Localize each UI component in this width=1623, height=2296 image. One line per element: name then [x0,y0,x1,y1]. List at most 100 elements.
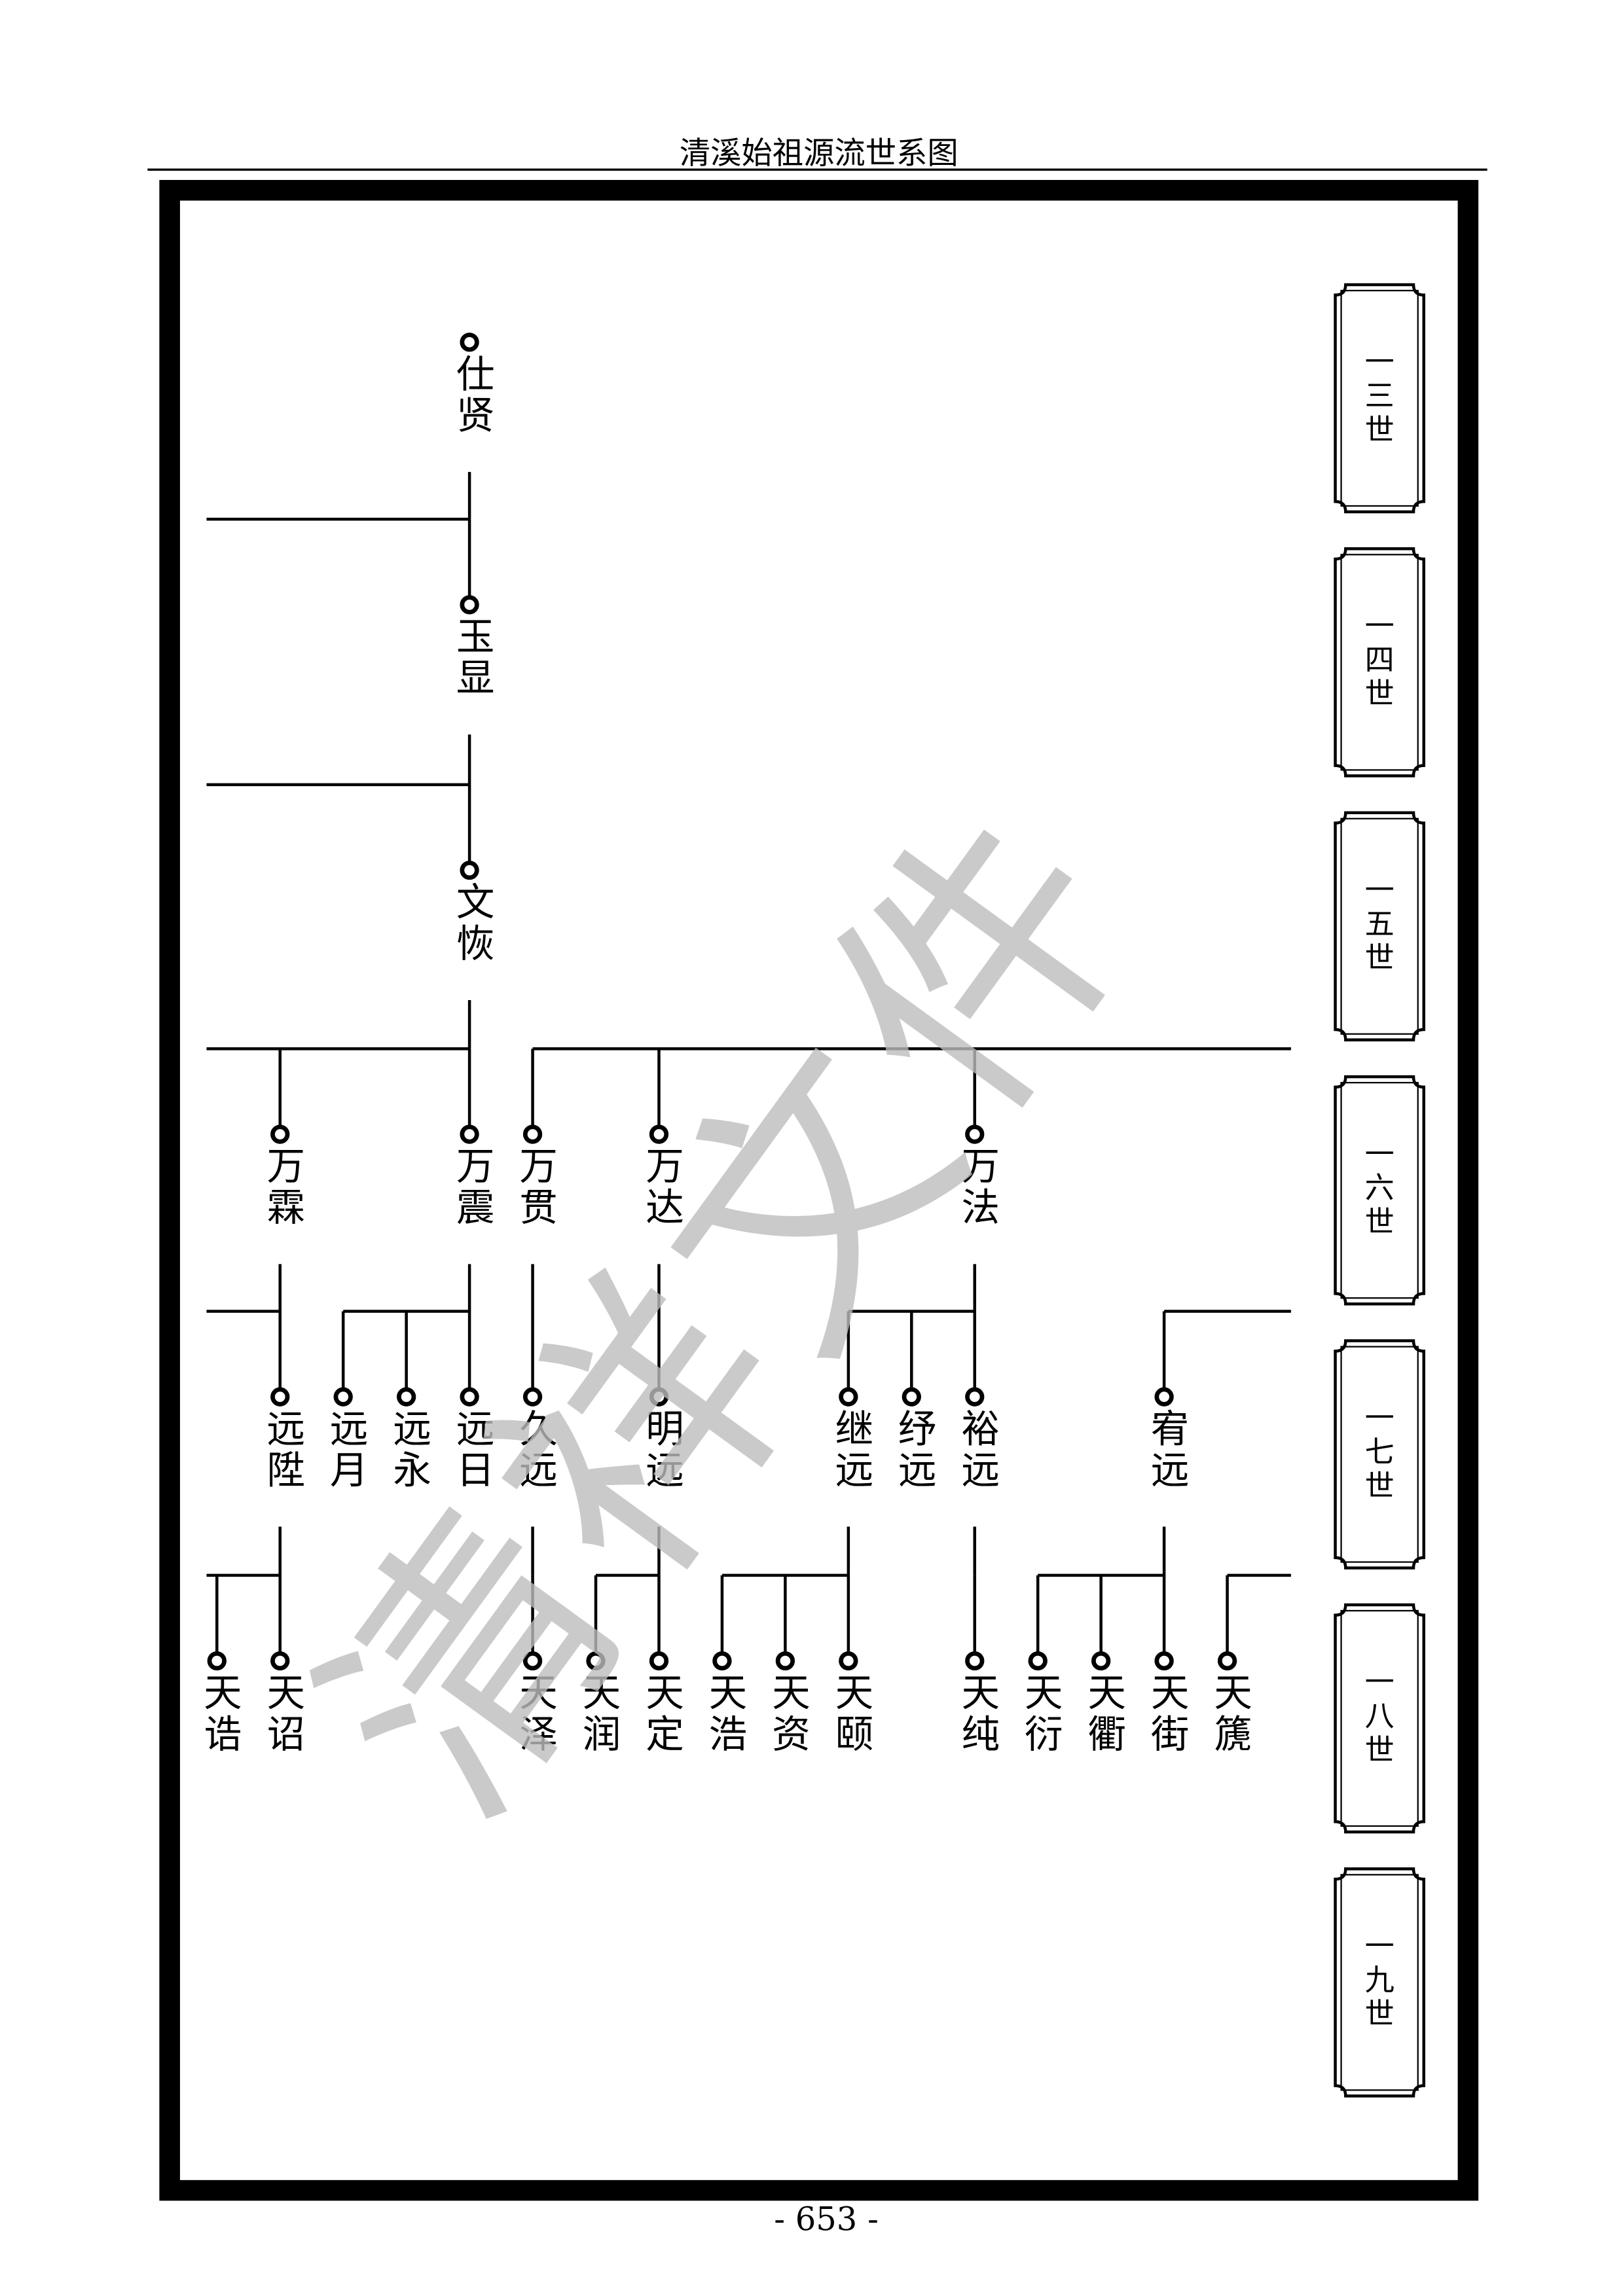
person-name-char: 万 [266,1144,305,1189]
generation-label-char: 三 [1365,378,1395,413]
person-name-char: 诏 [266,1712,305,1757]
person-node: 天诰 [204,1651,242,1757]
person-name-char: 天 [583,1671,621,1715]
person-name-char: 久 [519,1407,558,1451]
node-circle-icon [460,332,479,352]
generation-label-char: 一 [1365,344,1395,379]
node-circle-icon [333,1387,353,1407]
person-name-char: 天 [519,1671,558,1715]
generation-label-char: 世 [1365,941,1395,975]
node-circle-icon [460,860,479,880]
person-node: 裕远 [961,1387,1000,1492]
node-circle-icon [712,1651,732,1671]
person-name-char: 法 [961,1185,1000,1230]
node-circle-icon [270,1651,290,1671]
person-name-char: 永 [393,1448,431,1492]
person-name-char: 万 [646,1144,684,1189]
person-node: 万贯 [519,1124,558,1230]
generation-box-inner [1340,1874,1419,2091]
person-name-char: 宥 [1151,1407,1190,1451]
person-node: 继远 [835,1387,874,1492]
node-circle-icon [586,1651,606,1671]
generation-box: 一四世 [1334,547,1426,778]
person-name-char: 远 [456,1407,495,1451]
node-circle-icon [1028,1651,1048,1671]
person-name-char: 定 [646,1712,684,1757]
page-number: - 653 - [774,2200,879,2238]
person-name-char: 玉 [456,615,495,659]
generation-label-char: 一 [1365,1401,1395,1435]
person-name-char: 仕 [456,352,495,397]
person-name-char: 震 [456,1185,495,1230]
node-circle-icon [902,1387,921,1407]
person-name-char: 显 [456,656,495,700]
person-node: 天浩 [709,1651,748,1757]
generation-box-inner [1340,1609,1419,1827]
person-node: 万震 [456,1124,495,1230]
person-node: 万霖 [266,1124,305,1230]
person-name-char: 泽 [519,1712,558,1757]
node-circle-icon [1154,1651,1174,1671]
generation-label-char: 七 [1365,1435,1395,1469]
node-circle-icon [397,1387,416,1407]
person-name-char: 达 [646,1185,684,1230]
person-name-char: 天 [646,1671,684,1715]
node-circle-icon [1154,1387,1174,1407]
person-name-char: 贤 [456,393,495,438]
person-name-char: 远 [835,1448,874,1492]
person-name-char: 裕 [961,1407,1000,1451]
person-name-char: 天 [1151,1671,1190,1715]
page-frame [159,179,1479,2201]
person-name-char: 衢 [1087,1712,1126,1757]
person-name-char: 润 [583,1712,621,1757]
person-name-char: 天 [709,1671,748,1715]
generation-label-char: 一 [1365,1929,1395,1964]
person-name-char: 恢 [456,922,495,966]
generation-label-char: 世 [1365,1996,1395,2031]
person-name-char: 陞 [266,1448,305,1492]
node-circle-icon [839,1387,858,1407]
person-node: 明远 [646,1387,684,1492]
person-name-char: 天 [961,1671,1000,1715]
generation-box-inner [1340,554,1419,771]
generation-label-char: 四 [1365,642,1395,677]
person-node: 纾远 [898,1387,937,1492]
person-name-char: 霖 [266,1185,305,1230]
generation-label-char: 世 [1365,676,1395,711]
person-name-char: 纯 [961,1712,1000,1757]
person-name-char: 远 [961,1448,1000,1492]
person-name-char: 颐 [835,1712,874,1757]
person-node: 天衍 [1025,1651,1063,1757]
generation-label-char: 一 [1365,609,1395,643]
generation-label-char: 世 [1365,412,1395,447]
person-node: 天衢 [1087,1651,1126,1757]
generation-box-inner [1340,817,1419,1035]
person-name-char: 天 [1087,1671,1126,1715]
person-node: 久远 [519,1387,558,1492]
person-node: 万达 [646,1124,684,1230]
generation-label-char: 六 [1365,1170,1395,1205]
node-circle-icon [649,1387,669,1407]
person-name-char: 万 [456,1144,495,1189]
person-name-char: 纾 [898,1407,937,1451]
generation-box: 一六世 [1334,1075,1426,1306]
person-node: 远月 [330,1387,369,1492]
person-node: 天诏 [266,1651,305,1757]
node-circle-icon [460,1124,479,1144]
person-name-char: 天 [204,1671,242,1715]
person-node: 天篪 [1214,1651,1252,1757]
person-name-char: 天 [266,1671,305,1715]
person-name-char: 明 [646,1407,684,1451]
person-node: 天泽 [519,1651,558,1757]
person-name-char: 万 [519,1144,558,1189]
node-circle-icon [965,1387,985,1407]
person-node: 天纯 [961,1651,1000,1757]
person-node: 天颐 [835,1651,874,1757]
generation-label-char: 世 [1365,1468,1395,1503]
generation-label-char: 世 [1365,1732,1395,1767]
person-node: 玉显 [456,595,495,700]
person-node: 天资 [772,1651,811,1757]
generation-box-inner [1340,289,1419,507]
person-name-char: 街 [1151,1712,1190,1757]
